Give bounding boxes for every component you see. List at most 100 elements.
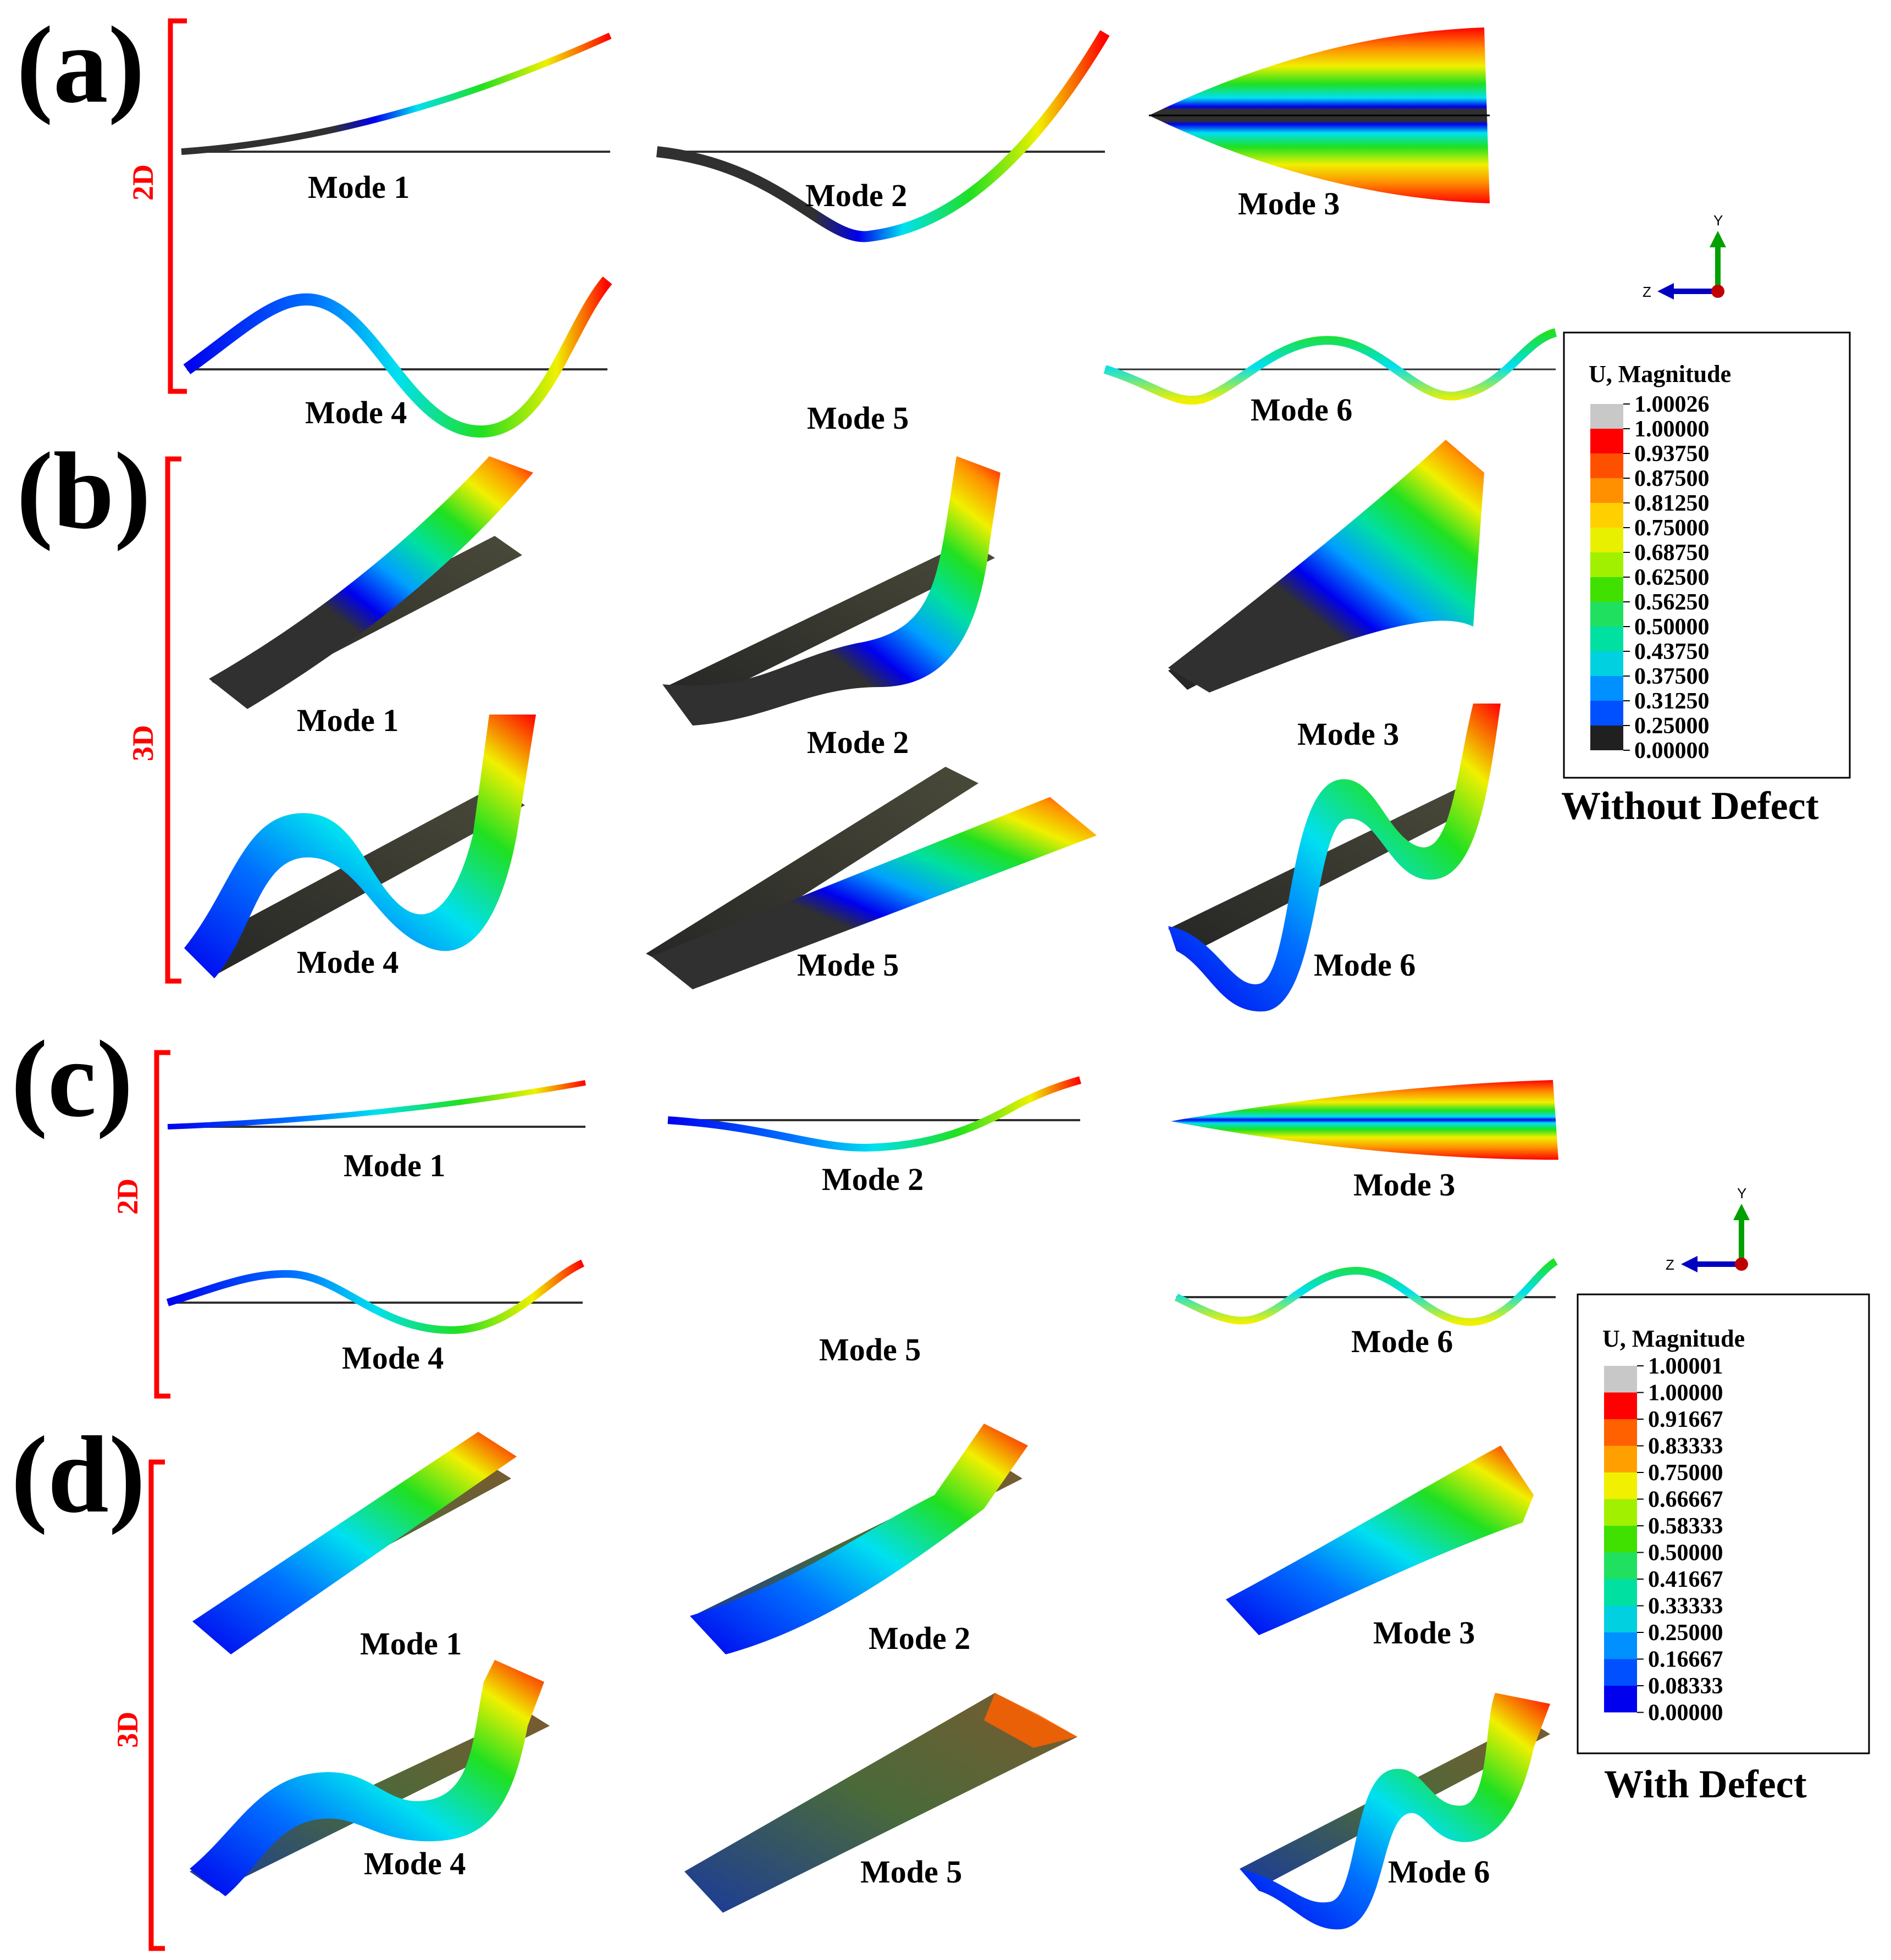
- legend-value: 0.56250: [1634, 590, 1710, 615]
- legend-title: U, Magnitude: [1602, 1325, 1745, 1352]
- y-axis-label: Y: [1737, 1185, 1746, 1202]
- legend-swatch: [1604, 1472, 1637, 1499]
- panel-bracket: [168, 18, 187, 394]
- mode-shape-d4: [190, 1660, 544, 1896]
- panel-label: (b): [16, 430, 151, 552]
- mode-label: Mode 4: [364, 1846, 466, 1881]
- panel-a: (a) 2D Mode 1 Mode 2 Mode 3 Mode 4 Mode …: [16, 4, 1557, 438]
- mode-shape-d5-tip: [984, 1693, 1077, 1748]
- mode-shape-c4: [166, 1259, 584, 1335]
- legend-value: 0.00000: [1648, 1701, 1723, 1726]
- legend-value: 0.50000: [1648, 1541, 1723, 1566]
- mode-shape-b1: [209, 456, 533, 709]
- mode-shape-c3: [1171, 1080, 1558, 1160]
- legend-caption: With Defect: [1604, 1762, 1807, 1806]
- legend-swatch: [1604, 1686, 1637, 1713]
- legend-swatch: [1604, 1366, 1637, 1393]
- mode-shape-b5: [651, 797, 1097, 989]
- legend-swatch: [1590, 627, 1623, 651]
- legend-swatch: [1590, 726, 1623, 750]
- mode-shape-d3: [1226, 1446, 1534, 1635]
- panel-bracket: [148, 1459, 165, 1951]
- mode-label: Mode 5: [819, 1332, 921, 1367]
- legend-without-defect: U, Magnitude 1.000261.000000.937500.8750…: [1561, 331, 1851, 828]
- mode-label: Mode 3: [1373, 1615, 1475, 1651]
- dimension-label: 3D: [111, 1712, 144, 1748]
- legend-swatch: [1604, 1499, 1637, 1526]
- undeformed-mesh: [1168, 789, 1484, 951]
- z-axis-label: Z: [1643, 284, 1651, 300]
- legend-swatch: [1590, 676, 1623, 701]
- mode-shape-b6: [1168, 704, 1501, 1012]
- panel-label: (d): [11, 1414, 145, 1536]
- legend-swatch: [1590, 453, 1623, 478]
- legend-value: 0.50000: [1634, 614, 1710, 640]
- legend-value: 0.00000: [1634, 738, 1710, 763]
- legend-value: 0.43750: [1634, 639, 1710, 665]
- legend-swatch: [1604, 1552, 1637, 1579]
- mode-shape-a6: [1103, 328, 1557, 405]
- mode-shape-c1: [167, 1080, 586, 1130]
- mode-label: Mode 1: [360, 1626, 462, 1662]
- legend-value: 0.25000: [1634, 713, 1710, 739]
- legend-values: 1.000011.000000.916670.833330.750000.666…: [1637, 1354, 1723, 1726]
- mode-shape-b2: [662, 456, 1000, 726]
- legend-value: 0.87500: [1634, 466, 1710, 491]
- legend-value: 0.25000: [1648, 1620, 1723, 1646]
- legend-value: 0.75000: [1634, 516, 1710, 541]
- legend-value: 0.93750: [1634, 441, 1710, 467]
- legend-value: 1.00001: [1648, 1354, 1723, 1379]
- legend-with-defect: U, Magnitude 1.000011.000000.916670.8333…: [1577, 1293, 1870, 1806]
- mode-label: Mode 2: [807, 724, 909, 760]
- mode-label: Mode 5: [807, 400, 909, 436]
- legend-swatch: [1604, 1392, 1637, 1419]
- legend-swatch: [1604, 1659, 1637, 1686]
- legend-swatch: [1604, 1526, 1637, 1553]
- legend-value: 0.75000: [1648, 1460, 1723, 1486]
- legend-swatch: [1604, 1446, 1637, 1472]
- legend-value: 1.00026: [1634, 392, 1710, 417]
- mode-label: Mode 4: [297, 944, 399, 980]
- legend-value: 0.37500: [1634, 664, 1710, 689]
- legend-swatch: [1604, 1419, 1637, 1446]
- legend-swatch: [1590, 552, 1623, 577]
- mode-shape-a2: [656, 30, 1110, 242]
- legend-swatch: [1590, 478, 1623, 503]
- legend-values: 1.000261.000000.937500.875000.812500.750…: [1623, 392, 1710, 763]
- mode-label: Mode 1: [344, 1148, 445, 1183]
- legend-swatch: [1590, 404, 1623, 429]
- legend-swatches: [1590, 404, 1623, 750]
- mode-shape-c6: [1174, 1258, 1558, 1326]
- panel-bracket: [165, 456, 181, 984]
- legend-value: 1.00000: [1648, 1381, 1723, 1406]
- legend-value: 0.66667: [1648, 1487, 1723, 1513]
- legend-value: 0.91667: [1648, 1407, 1723, 1432]
- axis-triad: Y Z: [1643, 212, 1726, 300]
- y-axis-label: Y: [1713, 212, 1723, 229]
- mode-label: Mode 4: [342, 1340, 444, 1376]
- legend-value: 0.62500: [1634, 565, 1710, 590]
- mode-shape-d5: [684, 1693, 1077, 1913]
- legend-value: 0.68750: [1634, 540, 1710, 566]
- mode-label: Mode 2: [869, 1620, 970, 1656]
- legend-value: 0.33333: [1648, 1594, 1723, 1619]
- mode-label: Mode 4: [305, 395, 407, 430]
- legend-swatches: [1604, 1366, 1637, 1713]
- mode-shape-d1: [192, 1432, 517, 1654]
- legend-value: 0.83333: [1648, 1434, 1723, 1459]
- mode-label: Mode 6: [1388, 1854, 1490, 1890]
- legend-swatch: [1590, 503, 1623, 528]
- mode-label: Mode 2: [805, 178, 907, 213]
- legend-swatch: [1590, 429, 1623, 453]
- mode-label: Mode 6: [1251, 392, 1352, 428]
- legend-caption: Without Defect: [1561, 784, 1819, 828]
- undeformed-mesh: [665, 541, 995, 706]
- mode-label: Mode 6: [1314, 947, 1416, 983]
- mode-label: Mode 2: [822, 1161, 924, 1197]
- undeformed-mesh: [646, 767, 978, 973]
- panel-label: (a): [16, 4, 145, 126]
- panel-d: (d) 3D Mode 1 Mode 2 Mode 3 Mode 4 Mode …: [11, 1414, 1550, 1951]
- legend-swatch: [1590, 701, 1623, 726]
- mode-label: Mode 5: [860, 1854, 962, 1890]
